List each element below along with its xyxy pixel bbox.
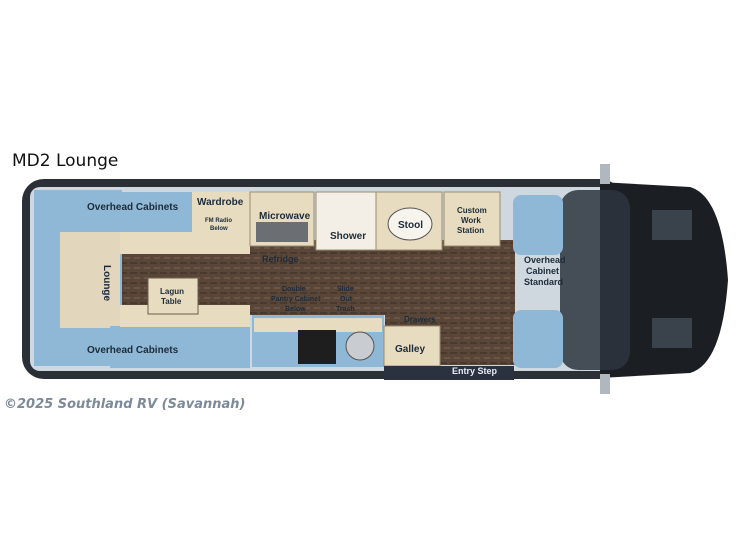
mirror-bottom — [600, 374, 610, 394]
label-out: Out — [340, 296, 353, 303]
workstation-block — [443, 191, 501, 247]
label-slide: Slide — [337, 286, 354, 293]
pantry-counter — [254, 318, 382, 332]
lounge-seat — [60, 232, 120, 328]
galley-block — [383, 325, 441, 367]
entry-step — [384, 366, 514, 380]
label-fm-radio-2: Below — [210, 226, 228, 232]
front-seat-top — [513, 195, 563, 255]
label-overhead-cabinets-bottom: Overhead Cabinets — [87, 345, 179, 356]
label-lagun: Lagun — [160, 287, 184, 296]
label-entry-step: Entry Step — [452, 366, 498, 376]
toilet — [387, 207, 433, 241]
label-work: Work — [461, 216, 481, 225]
label-cabinet: Cabinet — [526, 266, 559, 276]
label-wardrobe: Wardrobe — [197, 197, 244, 208]
label-microwave: Microwave — [259, 211, 311, 222]
label-custom: Custom — [457, 206, 487, 215]
label-standard: Standard — [524, 277, 563, 287]
hood-vent-top — [652, 210, 692, 240]
floorplan-title: MD2 Lounge — [12, 151, 119, 171]
microwave-unit — [256, 222, 308, 242]
label-shower: Shower — [330, 231, 366, 242]
front-seat-bottom — [513, 310, 563, 368]
hood-vent-bottom — [652, 318, 692, 348]
label-pantry-cabinet: Pantry Cabinet — [271, 296, 321, 303]
cab-front — [600, 182, 728, 378]
label-table: Table — [161, 297, 182, 306]
label-overhead-cabinets-top: Overhead Cabinets — [87, 202, 179, 213]
copyright-watermark: ©2025 Southland RV (Savannah) — [4, 397, 246, 412]
lagun-table — [147, 277, 199, 315]
label-drawers: Drawers — [404, 315, 436, 324]
mirror-top — [600, 164, 610, 184]
label-galley: Galley — [395, 344, 425, 355]
windshield — [560, 190, 630, 370]
lounge-bottom — [110, 326, 250, 368]
label-station: Station — [457, 226, 484, 235]
wardrobe-block — [192, 192, 250, 240]
label-overhead: Overhead — [524, 255, 566, 265]
cooktop — [298, 330, 336, 364]
label-trash: Trash — [336, 306, 355, 313]
label-fm-radio-1: FM Radio — [205, 218, 232, 224]
label-stool: Stool — [398, 220, 423, 231]
label-below: Below — [285, 306, 306, 313]
label-lounge: Lounge — [101, 265, 112, 302]
label-double: Double — [282, 286, 306, 293]
sink — [345, 331, 375, 361]
label-refridge: Refridge — [262, 254, 299, 264]
